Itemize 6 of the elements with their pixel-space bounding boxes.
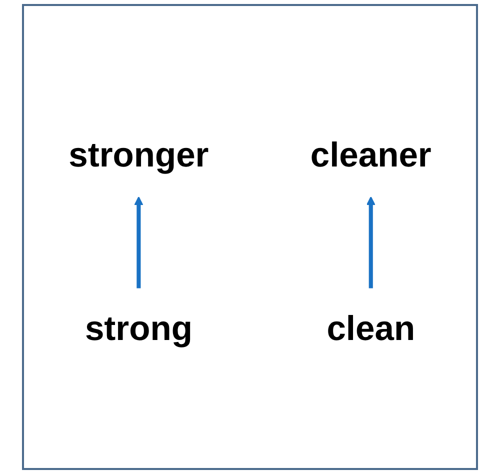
node-text: stronger [68, 136, 209, 174]
arrow [134, 196, 144, 288]
node-text: clean [326, 310, 416, 348]
node-text: cleaner [310, 136, 432, 174]
node-text: strong [84, 310, 192, 348]
arrow [366, 196, 376, 288]
